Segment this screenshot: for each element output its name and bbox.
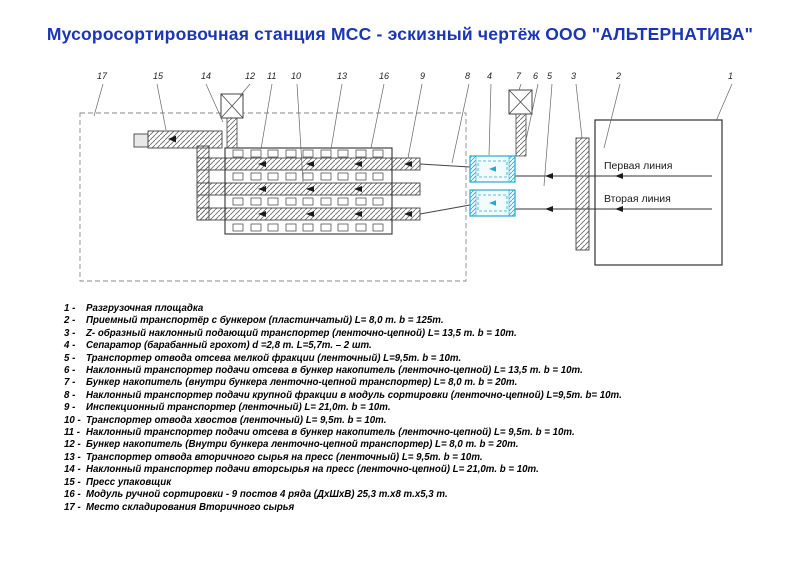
drum-separator-1 [469,155,516,183]
legend-text: Наклонный транспортер подачи отсева в бу… [86,365,583,377]
legend-text: Z- образный наклонный подающий транспорт… [86,327,517,339]
legend-item-2: 2 - Приемный транспортёр с бункером (плас… [64,315,624,327]
legend-item-6: 6 - Наклонный транспортер подачи отсева в… [64,365,624,377]
legend: 1 - Разгрузочная площадка 2 - Приемный тра… [64,303,624,514]
legend-item-16: 16 - Модуль ручной сортировки - 9 постов … [64,489,624,501]
legend-item-12: 12 - Бункер накопитель (Внутри бункера ле… [64,439,624,451]
storage-area-outline [79,112,467,282]
legend-text: Наклонный транспортер подачи крупной фра… [86,389,622,401]
callout-6: 6 [533,71,539,81]
legend-num: 14 - [64,464,81,476]
legend-text: Разгрузочная площадка [86,303,204,314]
legend-num: 4 - [64,340,76,352]
legend-text: Модуль ручной сортировки - 9 постов 4 ря… [86,489,448,501]
callout-leaders [93,83,733,187]
legend-text: Транспортер отвода отсева мелкой фракции… [86,352,462,364]
callout-12: 12 [245,71,256,81]
legend-num: 9 - [64,402,76,414]
legend-num: 16 - [64,489,81,501]
second-line-label: Вторая линия [604,193,671,205]
callout-8: 8 [465,71,471,81]
legend-item-10: 10 - Транспортер отвода хвостов (ленточны… [64,415,624,427]
legend-num: 2 - [64,315,76,327]
bunker-12 [220,93,244,149]
legend-item-8: 8 - Наклонный транспортер подачи крупной … [64,390,624,402]
callout-5: 5 [547,71,553,81]
schematic-drawing [79,83,733,282]
legend-num: 15 - [64,476,81,488]
legend-item-7: 7 - Бункер накопитель (внутри бункера лен… [64,377,624,389]
callout-16: 16 [379,71,390,81]
bunker-7 [508,89,533,157]
legend-text: Транспортер отвода вторичного сырья на п… [86,451,483,463]
feed-line-arrows [545,173,623,212]
legend-text: Бункер накопитель (внутри бункера ленточ… [86,377,518,389]
legend-item-9: 9 - Инспекционный транспортер (ленточный)… [64,402,624,414]
conveyor-arrows [258,161,412,217]
legend-item-3: 3 - Z- образный наклонный подающий трансп… [64,328,624,340]
legend-text: Инспекционный транспортер (ленточный) L=… [86,402,391,414]
legend-item-17: 17 - Место складирования Вторичного сырья [64,502,624,514]
legend-num: 12 - [64,439,81,451]
legend-item-1: 1 - Разгрузочная площадка [64,303,624,315]
legend-num: 17 - [64,501,81,513]
callout-1: 1 [728,71,734,81]
legend-num: 5 - [64,352,76,364]
legend-num: 7 - [64,377,76,389]
press-packer [133,130,223,149]
legend-num: 3 - [64,327,76,339]
callout-14: 14 [201,71,212,81]
legend-text: Пресс упаковщик [86,476,172,488]
legend-item-14: 14 - Наклонный транспортер подачи вторсыр… [64,464,624,476]
legend-item-11: 11 - Наклонный транспортер подачи отсева … [64,427,624,439]
legend-text: Бункер накопитель (Внутри бункера ленточ… [86,439,519,451]
legend-item-15: 15 - Пресс упаковщик [64,477,624,489]
callout-11: 11 [267,71,277,81]
legend-text: Место складирования Вторичного сырья [86,501,295,513]
callout-4: 4 [487,71,493,81]
unloading-area-box [594,119,723,266]
legend-text: Приемный транспортёр с бункером (пластин… [86,315,444,327]
legend-num: 1 - [64,303,76,314]
legend-item-4: 4 - Сепаратор (барабанный грохот) d =2,8 … [64,340,624,352]
legend-item-13: 13 - Транспортер отвода вторичного сырья … [64,452,624,464]
callout-9: 9 [420,71,426,81]
callout-7: 7 [516,71,522,81]
callout-10: 10 [291,71,302,81]
first-line-label: Первая линия [604,160,673,172]
legend-text: Сепаратор (барабанный грохот) d =2,8 m. … [86,340,372,352]
callout-17: 17 [97,71,108,81]
legend-text: Транспортер отвода хвостов (ленточный) L… [86,414,387,426]
legend-num: 13 - [64,451,81,463]
legend-item-5: 5 - Транспортер отвода отсева мелкой фрак… [64,353,624,365]
legend-num: 8 - [64,389,76,401]
callout-15: 15 [153,71,164,81]
legend-text: Наклонный транспортер подачи вторсырья н… [86,464,539,476]
legend-num: 6 - [64,365,76,377]
legend-text: Наклонный транспортер подачи отсева в бу… [86,427,575,439]
legend-num: 11 - [64,427,80,439]
callout-2: 2 [616,71,622,81]
callout-13: 13 [337,71,348,81]
page-title: Мусоросортировочная станция МСС - эскизн… [46,24,754,44]
z-feeder-conveyor [575,137,590,251]
separator-feed-lines [419,163,471,215]
legend-num: 10 - [64,414,81,426]
callout-3: 3 [571,71,577,81]
sorting-module [224,147,393,235]
drum-separator-2 [469,189,516,217]
